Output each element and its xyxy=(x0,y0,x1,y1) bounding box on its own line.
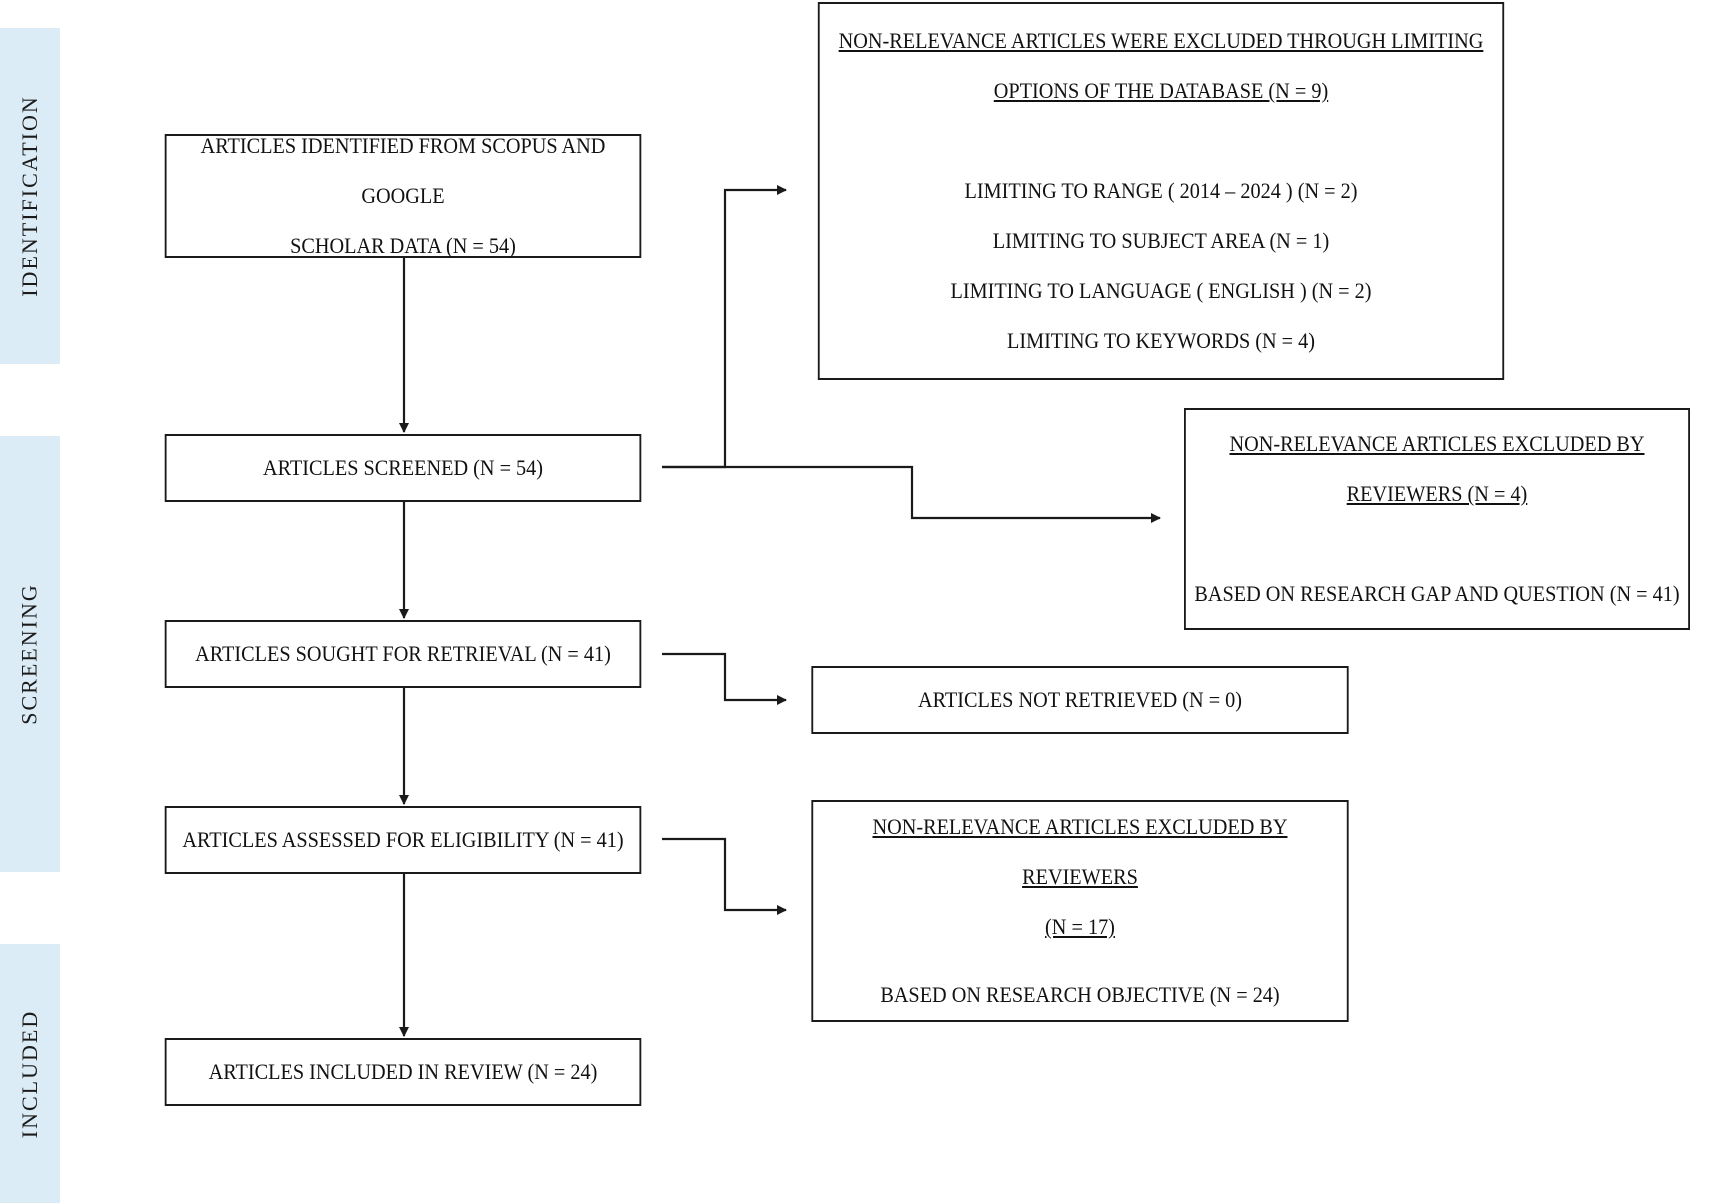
phase-screening: SCREENING xyxy=(0,436,60,872)
arrow-sought-to-not-retrieved xyxy=(662,652,787,705)
box-sought: ARTICLES SOUGHT FOR RETRIEVAL (N = 41) xyxy=(164,620,642,688)
box-included: ARTICLES INCLUDED IN REVIEW (N = 24) xyxy=(164,1038,642,1106)
database-exclusion-item: LIMITING TO SUBJECT AREA (N = 1) xyxy=(992,228,1330,253)
arrow-screened-to-database-exclusion xyxy=(662,185,787,469)
reviewer-exclusion-screening-detail: BASED ON RESEARCH GAP AND QUESTION (N = … xyxy=(1194,581,1680,606)
included-label: ARTICLES INCLUDED IN REVIEW (N = 24) xyxy=(208,1059,598,1084)
box-reviewer-exclusion-eligibility: NON-RELEVANCE ARTICLES EXCLUDED BY REVIE… xyxy=(811,800,1349,1022)
arrow-screened-to-reviewer-exclusion xyxy=(662,465,1161,523)
database-exclusion-item: LIMITING TO LANGUAGE ( ENGLISH ) (N = 2) xyxy=(950,278,1372,303)
sought-label: ARTICLES SOUGHT FOR RETRIEVAL (N = 41) xyxy=(195,641,611,666)
screened-label: ARTICLES SCREENED (N = 54) xyxy=(262,455,544,480)
reviewer-exclusion-screening-heading-line2: REVIEWERS (N = 4) xyxy=(1346,481,1528,506)
box-screened: ARTICLES SCREENED (N = 54) xyxy=(164,434,642,502)
box-database-exclusion: NON-RELEVANCE ARTICLES WERE EXCLUDED THR… xyxy=(817,2,1505,380)
arrow-assessed-to-reviewer-exclusion xyxy=(662,837,787,915)
reviewer-exclusion-eligibility-heading-line1: NON-RELEVANCE ARTICLES EXCLUDED BY REVIE… xyxy=(872,814,1288,889)
database-exclusion-heading-line2: OPTIONS OF THE DATABASE (N = 9) xyxy=(993,78,1329,103)
box-not-retrieved: ARTICLES NOT RETRIEVED (N = 0) xyxy=(811,666,1349,734)
database-exclusion-heading-line1: NON-RELEVANCE ARTICLES WERE EXCLUDED THR… xyxy=(838,28,1484,53)
database-exclusion-item: LIMITING TO RANGE ( 2014 – 2024 ) (N = 2… xyxy=(964,178,1358,203)
reviewer-exclusion-eligibility-detail: BASED ON RESEARCH OBJECTIVE (N = 24) xyxy=(880,982,1280,1007)
assessed-label: ARTICLES ASSESSED FOR ELIGIBILITY (N = 4… xyxy=(182,827,624,852)
box-reviewer-exclusion-screening: NON-RELEVANCE ARTICLES EXCLUDED BY REVIE… xyxy=(1184,408,1690,630)
reviewer-exclusion-screening-heading-line1: NON-RELEVANCE ARTICLES EXCLUDED BY xyxy=(1229,431,1645,456)
box-assessed: ARTICLES ASSESSED FOR ELIGIBILITY (N = 4… xyxy=(164,806,642,874)
identified-line1: ARTICLES IDENTIFIED FROM SCOPUS AND GOOG… xyxy=(200,133,606,208)
reviewer-exclusion-eligibility-heading-line2: (N = 17) xyxy=(1045,914,1115,939)
phase-included: INCLUDED xyxy=(0,944,60,1203)
not-retrieved-label: ARTICLES NOT RETRIEVED (N = 0) xyxy=(917,687,1243,712)
database-exclusion-item: LIMITING TO KEYWORDS (N = 4) xyxy=(1006,328,1316,353)
box-identified: ARTICLES IDENTIFIED FROM SCOPUS AND GOOG… xyxy=(164,133,642,258)
identified-line2: SCHOLAR DATA (N = 54) xyxy=(290,233,516,258)
phase-identification: IDENTIFICATION xyxy=(0,28,60,364)
